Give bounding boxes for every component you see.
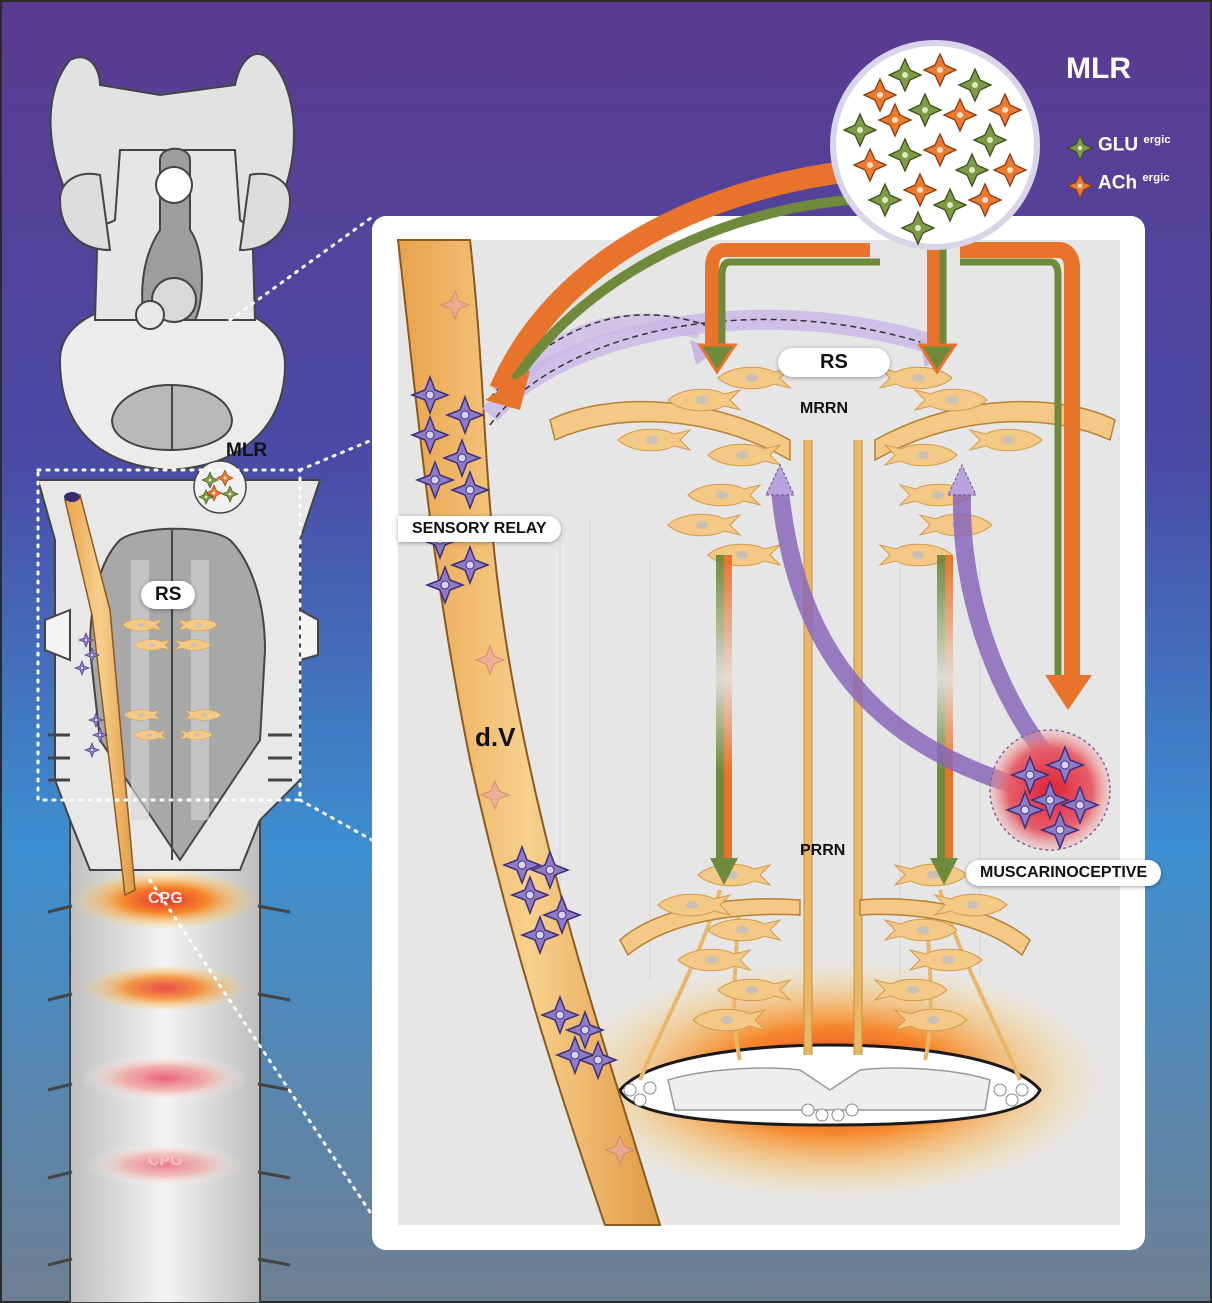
- rs-label: RS: [778, 348, 890, 377]
- ach-legend-label: ACh ergic: [1098, 172, 1170, 194]
- mlr-cluster: [833, 43, 1037, 247]
- sensory-relay-label: SENSORY RELAY: [398, 516, 561, 542]
- rs-small-label: RS: [141, 581, 195, 609]
- mlr-title: MLR: [1066, 52, 1131, 86]
- cpg-label: CPG: [148, 890, 183, 908]
- glu-legend-label: GLU ergic: [1098, 134, 1171, 156]
- mrrn-label: MRRN: [800, 400, 848, 418]
- cpg-lower-label: CPG: [148, 1152, 183, 1170]
- mlr-small-label: MLR: [226, 440, 267, 462]
- prrn-label: PRRN: [800, 842, 845, 860]
- muscarinoceptive-label: MUSCARINOCEPTIVE: [966, 860, 1161, 886]
- dv-label: d.V: [475, 722, 515, 753]
